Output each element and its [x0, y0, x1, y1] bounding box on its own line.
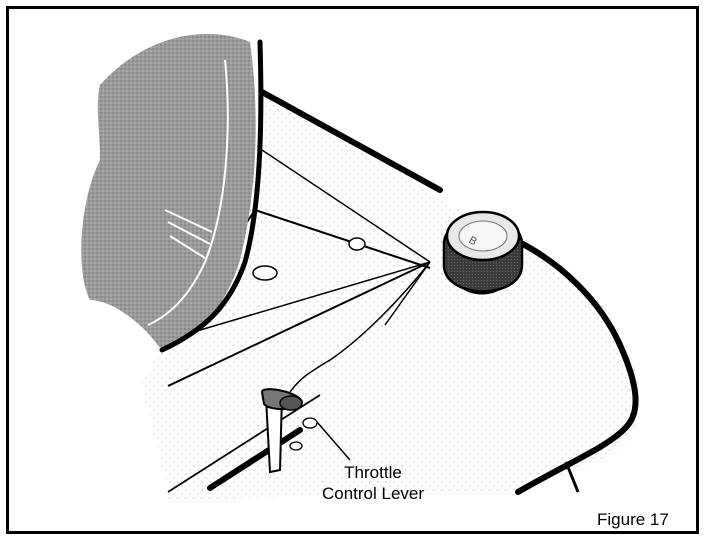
throttle-control-lever-label: Throttle Control Lever [318, 462, 428, 504]
callout-line-2: Control Lever [321, 484, 425, 503]
callout-line-1: Throttle [344, 463, 402, 482]
callout-leader-line [316, 421, 351, 461]
figure-caption: Figure 17 [597, 510, 669, 529]
fuel-cap-icon: B [442, 210, 524, 295]
operator-hand-icon [81, 33, 264, 353]
throttle-lever-icon [260, 388, 303, 474]
